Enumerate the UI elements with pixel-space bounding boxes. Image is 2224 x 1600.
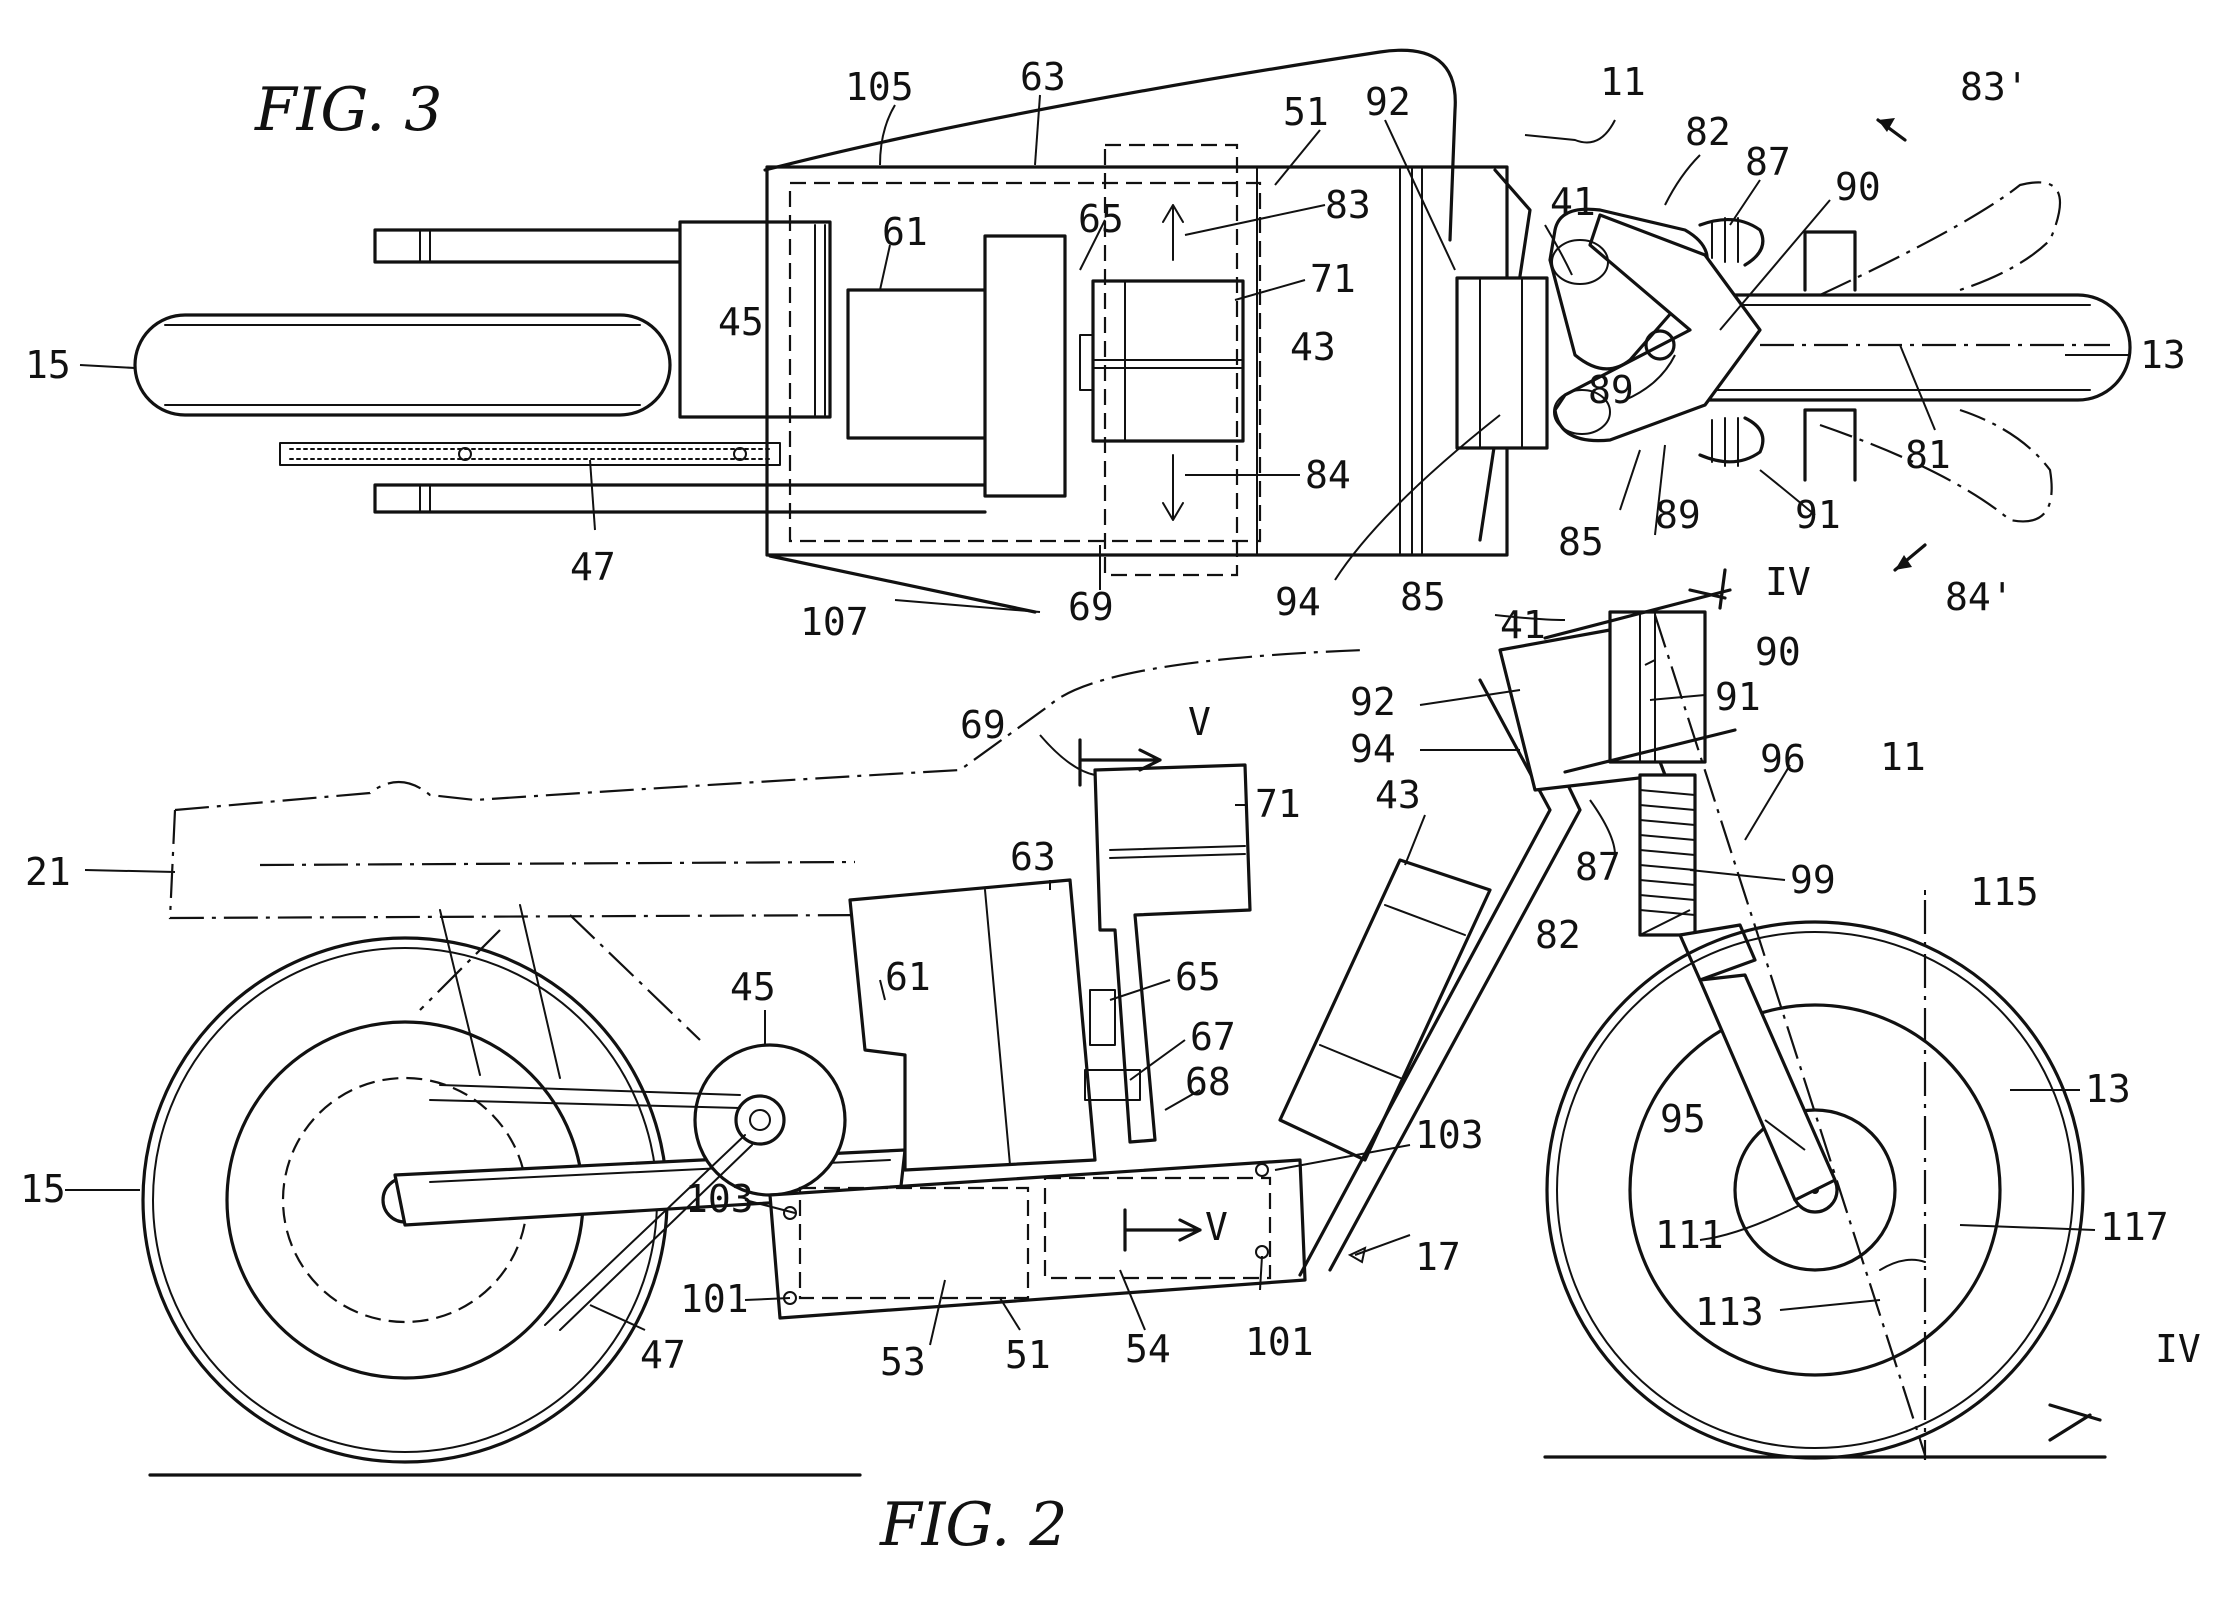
cover-105 [763, 48, 1457, 242]
ref-label: 89 [1588, 368, 1634, 412]
fig3-labels: 105 63 51 92 11 82 87 83' 90 61 65 83 71… [25, 55, 2186, 644]
ref-label: 90 [1835, 165, 1881, 209]
ref-label: 83' [1960, 65, 2029, 109]
fig2-title: FIG. 2 [879, 1490, 1067, 1560]
module-71 [1093, 763, 1252, 1144]
ref-label: 92 [1350, 680, 1396, 724]
spring-91 [1698, 416, 1765, 464]
ref-label: IV [2155, 1327, 2201, 1371]
fig3-drawing [133, 48, 2132, 614]
fork-95 [1698, 973, 1837, 1202]
leader-lines [65, 94, 2130, 1346]
fig2-drawing [141, 568, 2107, 1477]
battery-43 [1278, 858, 1492, 1162]
ref-label: 68 [1185, 1060, 1231, 1104]
ref-label: 92 [1365, 80, 1411, 124]
ref-label: 67 [1190, 1015, 1236, 1059]
steering-block-top [1455, 276, 1549, 450]
ref-label: 21 [25, 850, 71, 894]
controller-63-top [983, 234, 1067, 498]
ref-label: 45 [718, 300, 764, 344]
ref-label: 61 [882, 210, 928, 254]
ref-label: 105 [845, 65, 914, 109]
ref-label: 111 [1655, 1213, 1724, 1257]
ref-label: 15 [20, 1167, 66, 1211]
ref-label: 103 [685, 1177, 754, 1221]
ref-label: 71 [1310, 257, 1356, 301]
ref-label: IV [1765, 560, 1811, 604]
ref-label: 69 [960, 703, 1006, 747]
ref-label: 69 [1068, 585, 1114, 629]
ref-label: 90 [1755, 630, 1801, 674]
ref-label: 41 [1550, 180, 1596, 224]
ref-label: 13 [2140, 333, 2186, 377]
ref-label: 65 [1175, 955, 1221, 999]
ref-label: 115 [1970, 870, 2039, 914]
ref-label: 11 [1600, 60, 1646, 104]
ref-label: 82 [1535, 913, 1581, 957]
ref-label: 117 [2100, 1205, 2169, 1249]
ref-label: 84' [1945, 575, 2014, 619]
ref-label: 61 [885, 955, 931, 999]
ref-label: 65 [1078, 197, 1124, 241]
ref-label: 47 [570, 545, 616, 589]
ref-label: 51 [1005, 1333, 1051, 1377]
ref-label: 41 [1500, 603, 1546, 647]
ref-label: 11 [1880, 735, 1926, 779]
battery-61-top [846, 288, 992, 440]
ref-label: 103 [1415, 1113, 1484, 1157]
battery-61 [848, 878, 1097, 1172]
ref-label: 95 [1660, 1097, 1706, 1141]
ref-label: 91 [1715, 675, 1761, 719]
ref-label: 107 [800, 600, 869, 644]
ref-label: 82 [1685, 110, 1731, 154]
ref-label: 81 [1905, 433, 1951, 477]
ref-label: 94 [1275, 580, 1321, 624]
ref-label: 54 [1125, 1327, 1171, 1371]
drive-belt-top [279, 442, 781, 466]
ref-label: 63 [1010, 835, 1056, 879]
ref-label: 113 [1695, 1290, 1764, 1334]
ref-label: 94 [1350, 727, 1396, 771]
ref-label: V [1188, 700, 1211, 744]
ref-label: 51 [1283, 90, 1329, 134]
ref-label: 99 [1790, 858, 1836, 902]
head-tube-plates [1553, 213, 1762, 443]
ref-label: 17 [1415, 1235, 1461, 1279]
ref-label: 85 [1400, 575, 1446, 619]
front-wheel [1545, 920, 2085, 1460]
ref-label: 63 [1020, 55, 1066, 99]
cover-107 [768, 554, 1037, 614]
rear-tire-top-view [133, 313, 672, 417]
ref-label: 43 [1290, 325, 1336, 369]
ref-label: 47 [640, 1333, 686, 1377]
ref-label: 43 [1375, 773, 1421, 817]
ref-label: 15 [25, 343, 71, 387]
fig3-title: FIG. 3 [254, 75, 442, 145]
ref-label: 71 [1255, 782, 1301, 826]
ref-label: 91 [1795, 493, 1841, 537]
spring-87 [1698, 217, 1765, 267]
ref-label: 84 [1305, 453, 1351, 497]
ref-label: 53 [880, 1340, 926, 1384]
ref-label: 87 [1575, 845, 1621, 889]
ref-label: 83 [1325, 183, 1371, 227]
head-tube-90 [1608, 610, 1707, 764]
ref-label: 13 [2085, 1067, 2131, 1111]
motor-45-top [678, 220, 832, 419]
ref-label: 45 [730, 965, 776, 1009]
ref-label: 96 [1760, 737, 1806, 781]
ref-label: 101 [680, 1277, 749, 1321]
ref-label: 101 [1245, 1320, 1314, 1364]
ref-label: 87 [1745, 140, 1791, 184]
ref-label: V [1205, 1205, 1228, 1249]
ref-label: 85 [1558, 520, 1604, 564]
ref-label: 89 [1655, 493, 1701, 537]
fig2-labels: 85 41 90 91 92 94 96 11 69 V 71 43 63 21… [20, 575, 2201, 1384]
